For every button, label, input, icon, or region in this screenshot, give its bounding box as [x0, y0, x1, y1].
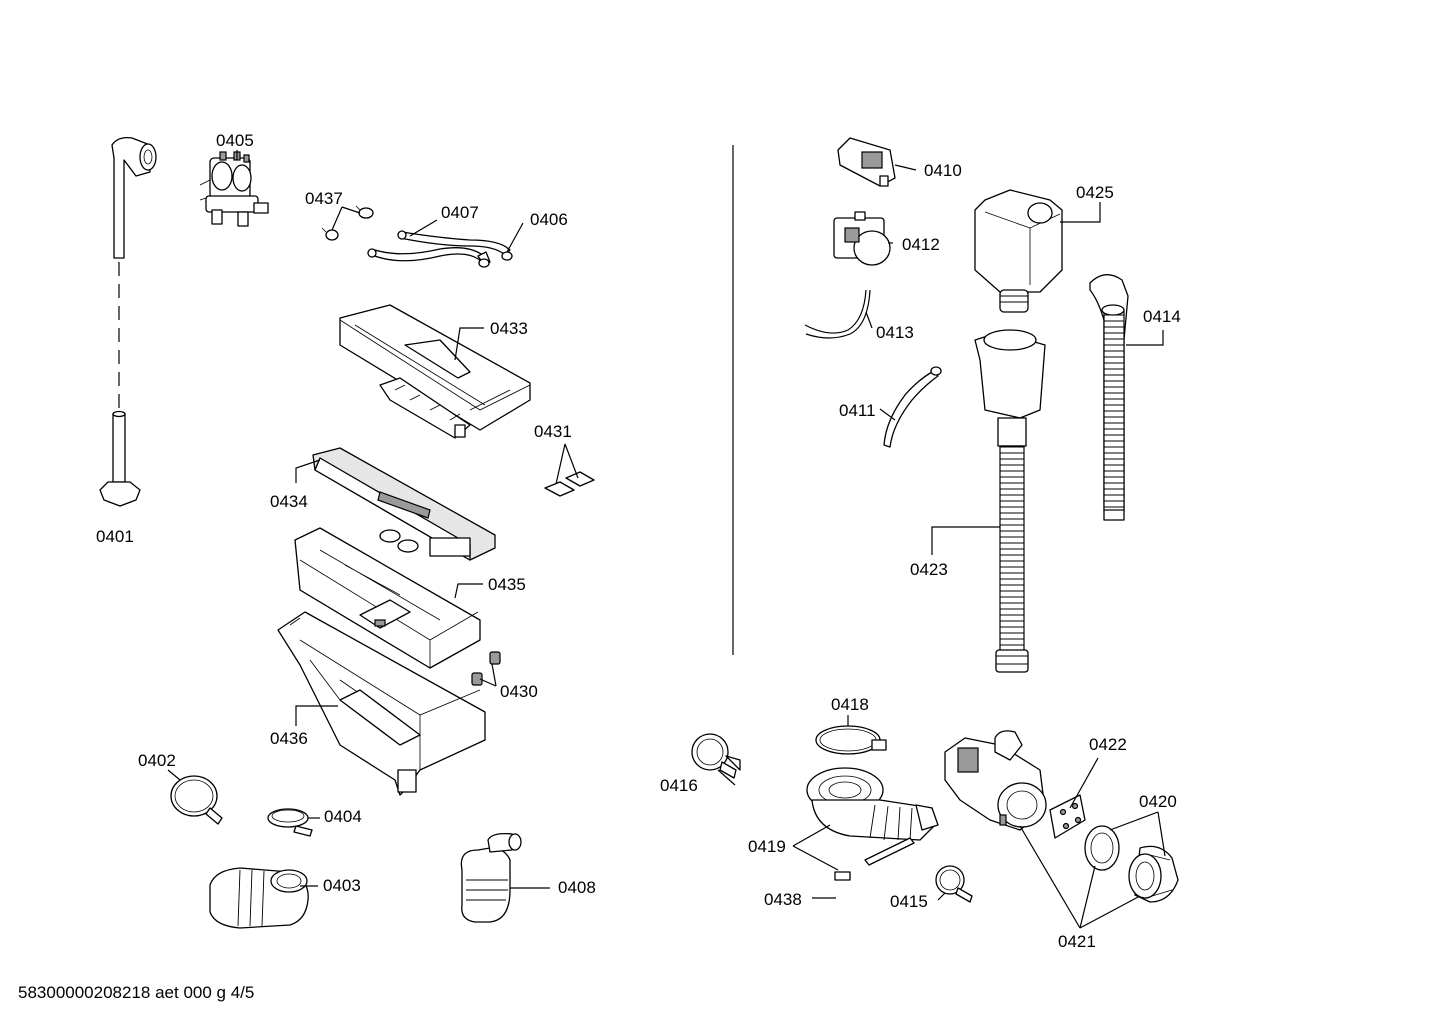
part-0404-clamp[interactable]	[267, 808, 313, 837]
part-0403-connecting-bellows[interactable]	[209, 867, 309, 929]
part-0412-pump[interactable]	[833, 211, 891, 266]
label-0410: 0410	[924, 161, 962, 180]
part-0421-pump-filter[interactable]	[1128, 845, 1179, 903]
part-labels: 0405 0437 0407 0406 0433 0431 0434 0401 …	[96, 131, 1181, 951]
part-0434-detergent-drawer[interactable]	[312, 447, 496, 561]
label-0434: 0434	[270, 492, 308, 511]
part-0416-clamp[interactable]	[691, 733, 741, 779]
label-0416: 0416	[660, 776, 698, 795]
label-0404: 0404	[324, 807, 362, 826]
part-0419-sump-bellows[interactable]	[806, 767, 939, 841]
label-0433: 0433	[490, 319, 528, 338]
part-0408-drain-hose[interactable]	[460, 832, 522, 923]
part-0422-plate[interactable]	[1049, 794, 1086, 839]
label-0430: 0430	[500, 682, 538, 701]
label-0420: 0420	[1139, 792, 1177, 811]
part-0414-corrugated-hose[interactable]	[1089, 274, 1129, 521]
part-0402-clamp[interactable]	[170, 775, 223, 825]
label-0425: 0425	[1076, 183, 1114, 202]
label-0422: 0422	[1089, 735, 1127, 754]
label-0415: 0415	[890, 892, 928, 911]
part-0425-air-chamber[interactable]	[974, 189, 1063, 313]
label-0423: 0423	[910, 560, 948, 579]
label-0431: 0431	[534, 422, 572, 441]
label-0435: 0435	[488, 575, 526, 594]
label-0419: 0419	[748, 837, 786, 856]
part-0415-clamp[interactable]	[935, 865, 973, 903]
label-0414: 0414	[1143, 307, 1181, 326]
part-0431-labels[interactable]	[544, 471, 595, 497]
part-0420-seal-ring[interactable]	[1084, 825, 1120, 871]
part-0435-drawer-housing[interactable]	[294, 527, 481, 669]
part-0423-corrugated-hose-with-funnel[interactable]	[974, 329, 1046, 673]
label-0421: 0421	[1058, 932, 1096, 951]
leader-lines	[167, 150, 1166, 929]
label-0405: 0405	[216, 131, 254, 150]
label-0407: 0407	[441, 203, 479, 222]
part-0405-inlet-valve[interactable]	[199, 151, 269, 227]
label-0436: 0436	[270, 729, 308, 748]
part-0436-dispenser-sump[interactable]	[277, 611, 486, 796]
part-0433-dispenser-top[interactable]	[339, 304, 531, 439]
label-0408: 0408	[558, 878, 596, 897]
part-0410-sensor[interactable]	[837, 137, 896, 187]
part-0401-inlet-pipe[interactable]	[99, 137, 157, 507]
part-0437-hose-clamps[interactable]	[321, 205, 374, 241]
part-0413-cable[interactable]	[804, 289, 871, 339]
part-0418-clamp[interactable]	[815, 725, 887, 755]
document-id: 58300000208218 aet 000 g 4/5	[18, 983, 254, 1002]
part-drain-pump-assembly[interactable]	[944, 730, 1047, 831]
label-0437: 0437	[305, 189, 343, 208]
label-0406: 0406	[530, 210, 568, 229]
label-0413: 0413	[876, 323, 914, 342]
label-0411: 0411	[839, 401, 876, 420]
label-0403: 0403	[323, 876, 361, 895]
part-0406-hose[interactable]	[477, 251, 513, 268]
part-0438-pin[interactable]	[834, 837, 915, 881]
label-0402: 0402	[138, 751, 176, 770]
label-0418: 0418	[831, 695, 869, 714]
label-0401: 0401	[96, 527, 134, 546]
part-0430-screws[interactable]	[471, 651, 501, 686]
label-0412: 0412	[902, 235, 940, 254]
label-0438: 0438	[764, 890, 802, 909]
part-0411-hose[interactable]	[883, 366, 942, 448]
